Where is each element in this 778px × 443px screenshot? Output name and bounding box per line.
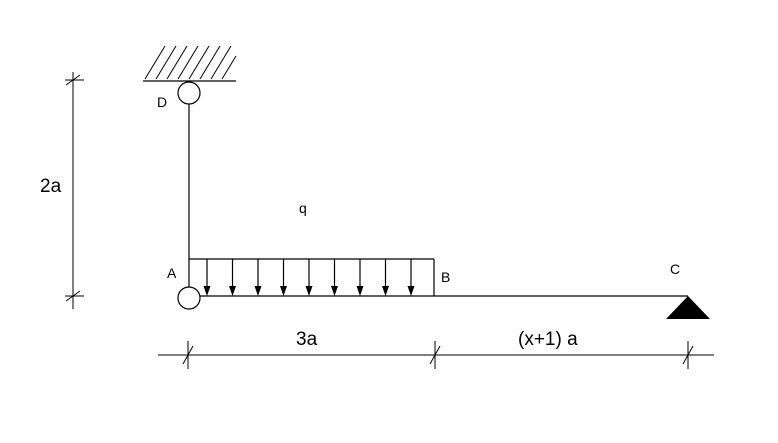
dimension-vertical <box>65 72 84 309</box>
pin-joint-icon <box>177 286 201 310</box>
dimension-label-vertical: 2a <box>40 176 62 197</box>
load-arrow-head-icon <box>280 286 287 296</box>
load-arrow-head-icon <box>254 286 262 296</box>
point-label-b: B <box>441 269 450 285</box>
load-label: q <box>299 200 307 216</box>
point-label-d: D <box>157 94 167 110</box>
point-label-a: A <box>167 265 177 281</box>
dimension-label-bc: (x+1) a <box>518 329 578 350</box>
load-arrow-head-icon <box>203 286 211 296</box>
load-arrow-head-icon <box>407 286 415 296</box>
load-arrow-head-icon <box>331 286 338 296</box>
load-arrow-head-icon <box>382 286 389 296</box>
pin-joint-icon <box>177 81 201 105</box>
distributed-load <box>189 258 435 296</box>
point-label-c: C <box>670 261 680 277</box>
dimension-horizontal <box>158 341 714 369</box>
roller-support-icon <box>666 296 710 319</box>
load-arrow-head-icon <box>229 286 236 296</box>
hatched-wall-icon <box>143 45 237 82</box>
load-arrow-head-icon <box>305 286 313 296</box>
load-arrow-head-icon <box>356 286 364 296</box>
dimension-label-ab: 3a <box>296 329 318 350</box>
